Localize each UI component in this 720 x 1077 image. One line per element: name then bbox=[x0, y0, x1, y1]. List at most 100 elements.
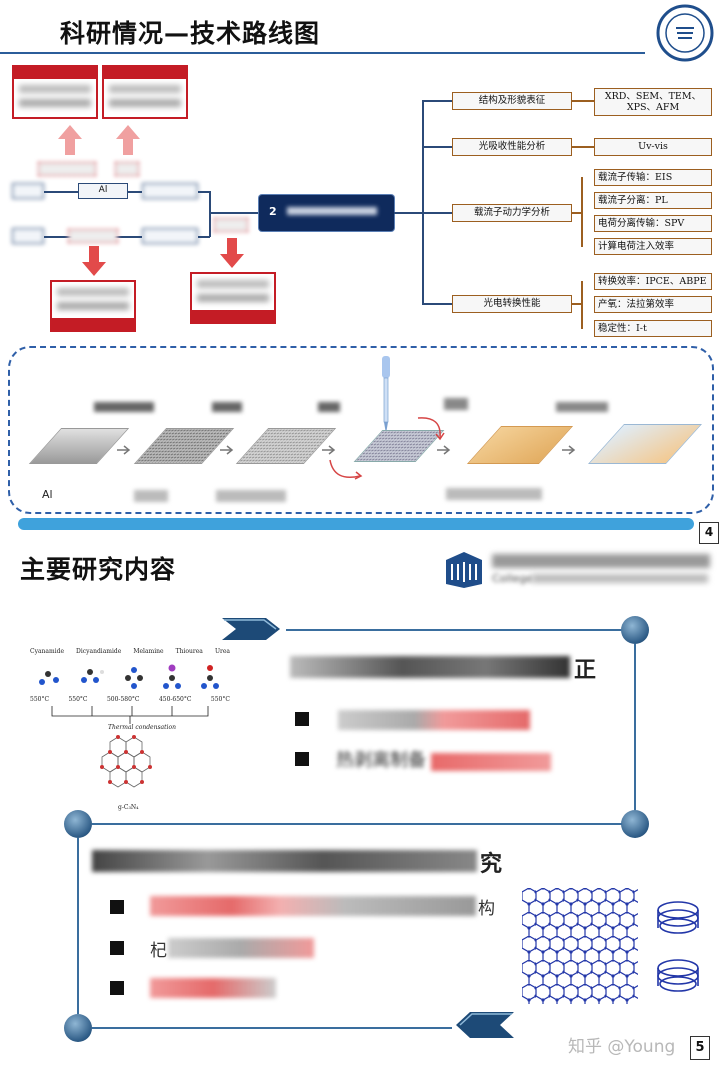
arrow-up-icon bbox=[58, 125, 82, 159]
connector bbox=[581, 281, 583, 329]
nanotube-structure-image bbox=[654, 890, 702, 1000]
section-1-bullet-2: 热剥离制备 bbox=[336, 746, 576, 771]
red-box-3 bbox=[50, 280, 136, 332]
step-caption bbox=[134, 490, 168, 502]
title-underline bbox=[0, 52, 645, 54]
bullet-icon bbox=[295, 712, 309, 726]
red-box-1 bbox=[12, 65, 98, 119]
connector bbox=[128, 191, 142, 193]
node-circle bbox=[621, 616, 649, 644]
step-caption-al: Al bbox=[42, 488, 53, 501]
university-seal-icon bbox=[656, 4, 714, 62]
arrow-down-icon bbox=[82, 246, 106, 280]
connector bbox=[422, 212, 452, 214]
connector bbox=[422, 100, 452, 102]
arrow-right-icon bbox=[437, 440, 453, 459]
result-pl: 载流子分离：PL bbox=[594, 192, 712, 209]
section-2-bullet-2: 杞 bbox=[150, 936, 330, 961]
arrow-down-icon bbox=[220, 238, 244, 272]
step-caption bbox=[446, 488, 542, 500]
lattice-structure-image bbox=[522, 888, 638, 1004]
college-logo-icon bbox=[444, 552, 484, 592]
flow-node bbox=[12, 228, 44, 244]
bullet-icon bbox=[110, 941, 124, 955]
result-structure: XRD、SEM、TEM、 XPS、AFM bbox=[594, 88, 712, 116]
connector bbox=[572, 212, 582, 214]
chem-temp: 550°C bbox=[68, 696, 88, 703]
connector bbox=[394, 212, 422, 214]
section-1-bullet-1 bbox=[338, 710, 530, 730]
spin-arrow-icon bbox=[326, 456, 366, 490]
category-carrier: 载流子动力学分析 bbox=[452, 204, 572, 222]
chem-label: Dicyandiamide bbox=[76, 648, 122, 655]
node-circle bbox=[64, 1014, 92, 1042]
result-faraday: 产氧：法拉第效率 bbox=[594, 296, 712, 313]
process-panel bbox=[8, 346, 714, 514]
connector bbox=[581, 177, 583, 247]
result-ipce: 转换效率：IPCE、ABPE bbox=[594, 273, 712, 290]
connector bbox=[209, 191, 211, 237]
category-structure: 结构及形貌表征 bbox=[452, 92, 572, 110]
arrow-right-icon bbox=[562, 440, 578, 459]
slide-1-page-number: 4 bbox=[699, 522, 719, 544]
flow-node bbox=[142, 228, 198, 244]
dashed-label bbox=[115, 162, 139, 176]
step-label bbox=[444, 398, 468, 410]
slide-1-footer-bar bbox=[18, 518, 694, 530]
watermark: 知乎 @Young bbox=[568, 1037, 676, 1057]
chem-label: Thiourea bbox=[175, 648, 203, 655]
slide-2-title: 主要研究内容 bbox=[20, 555, 177, 584]
connector bbox=[572, 100, 594, 102]
chevron-left-icon bbox=[456, 1012, 514, 1042]
step-label bbox=[318, 402, 340, 412]
arrow-up-icon bbox=[116, 125, 140, 159]
connector bbox=[198, 236, 210, 238]
slide-1-title: 科研情况—技术路线图 bbox=[60, 19, 321, 48]
connector bbox=[422, 303, 452, 305]
arrow-right-icon bbox=[322, 440, 338, 459]
result-spv: 电荷分离传输：SPV bbox=[594, 215, 712, 232]
result-stability: 稳定性：I-t bbox=[594, 320, 712, 337]
result-injection: 计算电荷注入效率 bbox=[594, 238, 712, 255]
chem-diagram: Cyanamide Dicyandiamide Melamine Thioure… bbox=[30, 648, 230, 818]
tree-trunk bbox=[422, 100, 424, 305]
category-conversion: 光电转换性能 bbox=[452, 295, 572, 313]
arrow-right-icon bbox=[220, 440, 236, 459]
college-subtitle-rest bbox=[532, 574, 708, 583]
node-circle bbox=[64, 810, 92, 838]
red-box-4 bbox=[190, 272, 276, 324]
result-absorption: Uv-vis bbox=[594, 138, 712, 156]
step-label bbox=[556, 402, 608, 412]
chem-temp: 550°C bbox=[30, 696, 50, 703]
college-subtitle: College bbox=[492, 572, 534, 585]
flow-node bbox=[142, 183, 198, 199]
chem-temp: 450-650°C bbox=[158, 696, 192, 703]
connector bbox=[198, 191, 210, 193]
bullet-icon bbox=[110, 981, 124, 995]
chem-temp: 500-580°C bbox=[106, 696, 140, 703]
connector bbox=[44, 191, 78, 193]
section-2-bullet-1: 构 bbox=[150, 894, 500, 919]
result-eis: 载流子传输：EIS bbox=[594, 169, 712, 186]
chem-label: Melamine bbox=[133, 648, 164, 655]
slide-2-page-number: 5 bbox=[690, 1036, 710, 1060]
frame-line bbox=[77, 838, 79, 1014]
connector bbox=[572, 146, 594, 148]
section-2-heading: 究 bbox=[92, 846, 512, 877]
slide-1: 科研情况—技术路线图 Al bbox=[0, 0, 720, 544]
frame-line bbox=[634, 644, 636, 810]
carbon-nitride-lattice-icon bbox=[100, 735, 152, 788]
dashed-label bbox=[38, 162, 96, 176]
college-name bbox=[492, 554, 710, 568]
dashed-label bbox=[68, 229, 118, 243]
center-box: 2 bbox=[259, 195, 394, 231]
arrow-right-icon bbox=[117, 440, 133, 459]
flow-node-al: Al bbox=[78, 183, 128, 199]
chem-label: Urea bbox=[214, 648, 230, 655]
category-absorption: 光吸收性能分析 bbox=[452, 138, 572, 156]
chem-label: Cyanamide bbox=[30, 648, 64, 655]
slide-2: 主要研究内容 College Cyanamide Dicyandiamide M… bbox=[0, 540, 720, 1077]
chem-product: g-C₃N₄ bbox=[118, 804, 139, 811]
connector bbox=[209, 212, 259, 214]
red-box-2 bbox=[102, 65, 188, 119]
